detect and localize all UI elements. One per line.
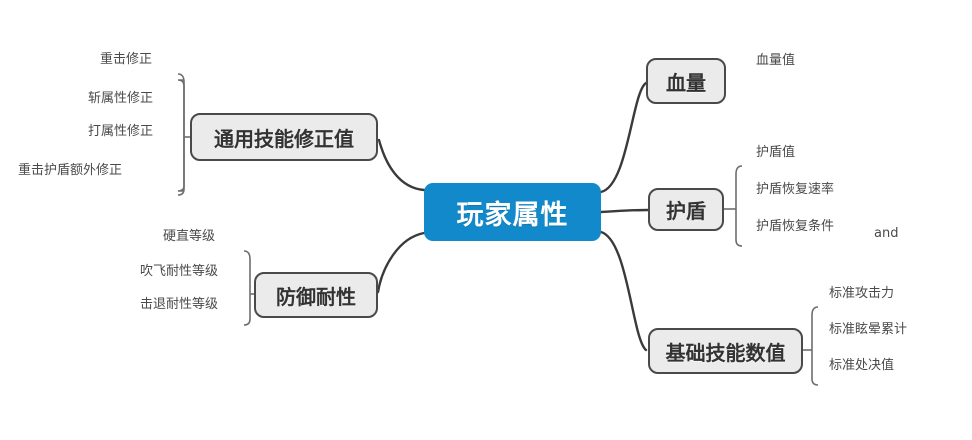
branch-node-health[interactable]: 血量 xyxy=(646,58,726,104)
leaf-label: 护盾恢复速率 xyxy=(756,182,835,197)
branch-label-health: 血量 xyxy=(666,70,706,95)
root-to-defense xyxy=(376,231,426,294)
leaf-label: 标准眩晕累计 xyxy=(829,322,908,337)
leaf-heavy-shield-extra-modifier[interactable]: 重击护盾额外修正 xyxy=(18,163,122,179)
leaf-label: 斩属性修正 xyxy=(88,91,154,106)
leaf-label: 护盾恢复条件 xyxy=(756,219,835,234)
branch-label-defense-resistance: 防御耐性 xyxy=(276,284,356,309)
branch-node-base-skill-values[interactable]: 基础技能数值 xyxy=(648,328,803,374)
leaf-label: 重击修正 xyxy=(100,52,153,67)
root-node-player-attributes[interactable]: 玩家属性 xyxy=(424,183,601,241)
leaf-stagger-level[interactable]: 硬直等级 xyxy=(163,229,215,245)
leaf-standard-execution-value[interactable]: 标准处决值 xyxy=(829,358,894,374)
leaf-knockback-resistance-level[interactable]: 击退耐性等级 xyxy=(140,297,218,313)
leaf-label: 标准攻击力 xyxy=(829,286,895,301)
annotation-and-label: and xyxy=(874,226,899,241)
leaf-label: 打属性修正 xyxy=(88,124,154,139)
branch-label-shield: 护盾 xyxy=(666,199,706,223)
branch-node-defense-resistance[interactable]: 防御耐性 xyxy=(254,272,378,318)
shield-bracket xyxy=(735,165,743,247)
branch-label-base-skill-values: 基础技能数值 xyxy=(665,340,786,365)
annotation-and: and xyxy=(874,226,898,241)
leaf-heavy-attack-modifier[interactable]: 重击修正 xyxy=(100,52,152,68)
leaf-health-value[interactable]: 血量值 xyxy=(756,53,795,69)
branch-node-general-skill-modifier[interactable]: 通用技能修正值 xyxy=(190,113,378,161)
leaf-label: 击退耐性等级 xyxy=(140,297,219,312)
leaf-shield-recovery-rate[interactable]: 护盾恢复速率 xyxy=(756,182,834,198)
leaf-blowback-resistance-level[interactable]: 吹飞耐性等级 xyxy=(140,264,218,280)
leaf-label: 吹飞耐性等级 xyxy=(140,264,219,279)
leaf-blunt-attribute-modifier[interactable]: 打属性修正 xyxy=(88,124,153,140)
leaf-label: 重击护盾额外修正 xyxy=(18,163,123,178)
leaf-standard-attack-power[interactable]: 标准攻击力 xyxy=(829,286,894,302)
root-to-shield xyxy=(599,208,650,214)
leaf-shield-value[interactable]: 护盾值 xyxy=(756,145,795,161)
root-node-label: 玩家属性 xyxy=(456,199,569,231)
root-to-health xyxy=(599,81,648,194)
root-to-base-skill xyxy=(599,230,648,352)
defense-bracket xyxy=(243,250,251,326)
root-to-general-skill xyxy=(377,138,426,192)
leaf-label: 硬直等级 xyxy=(163,229,216,244)
leaf-standard-stun-accumulation[interactable]: 标准眩晕累计 xyxy=(829,322,907,338)
branch-label-general-skill-modifier: 通用技能修正值 xyxy=(214,126,354,151)
leaf-shield-recovery-condition[interactable]: 护盾恢复条件 xyxy=(756,219,834,235)
leaf-slash-attribute-modifier[interactable]: 斩属性修正 xyxy=(88,91,153,107)
branch-node-shield[interactable]: 护盾 xyxy=(648,188,724,231)
base-skill-bracket xyxy=(811,306,819,386)
leaf-label: 标准处决值 xyxy=(829,358,895,373)
general-skill-bracket xyxy=(177,73,185,196)
leaf-label: 血量值 xyxy=(756,53,796,68)
leaf-label: 护盾值 xyxy=(756,145,796,160)
